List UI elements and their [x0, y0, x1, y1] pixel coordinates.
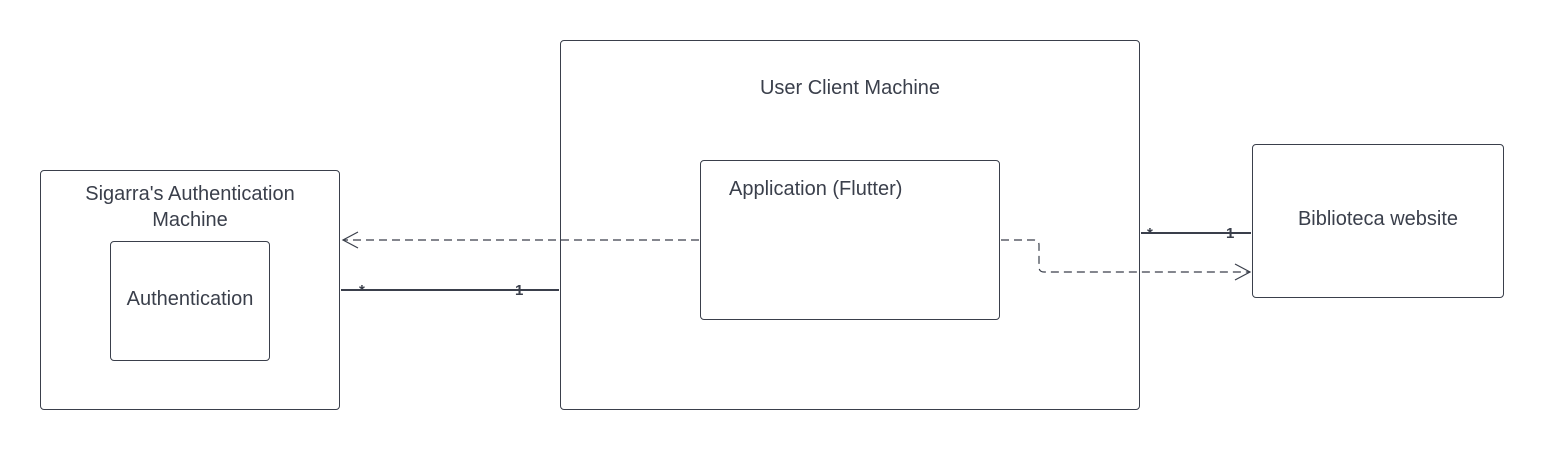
application-to-sigarra-dependency [341, 231, 699, 249]
user-biblioteca-association: * 1 [1141, 225, 1251, 242]
biblioteca-website-node: Biblioteca website [1252, 144, 1504, 298]
multiplicity-star-left: * [359, 282, 365, 299]
user-client-machine-title: User Client Machine [759, 77, 941, 99]
sigarra-user-association: * 1 [341, 282, 559, 299]
application-title: Application (Flutter) [729, 178, 903, 200]
open-arrowhead-icon [1234, 263, 1252, 281]
multiplicity-one-left: 1 [515, 282, 523, 299]
authentication-component: Authentication [110, 241, 270, 361]
multiplicity-star-right: * [1147, 225, 1153, 242]
sigarra-machine-title: Sigarra's Authentication Machine [85, 183, 295, 231]
biblioteca-title: Biblioteca website [1297, 208, 1459, 230]
authentication-title: Authentication [126, 288, 254, 310]
application-flutter-component: Application (Flutter) [700, 160, 1000, 320]
dependency-line [1001, 239, 1250, 273]
sigarra-authentication-machine-node: Sigarra's Authentication Machine [40, 170, 340, 410]
multiplicity-one-right: 1 [1226, 225, 1234, 242]
open-arrowhead-icon [341, 231, 359, 249]
application-to-biblioteca-dependency [1001, 239, 1252, 281]
